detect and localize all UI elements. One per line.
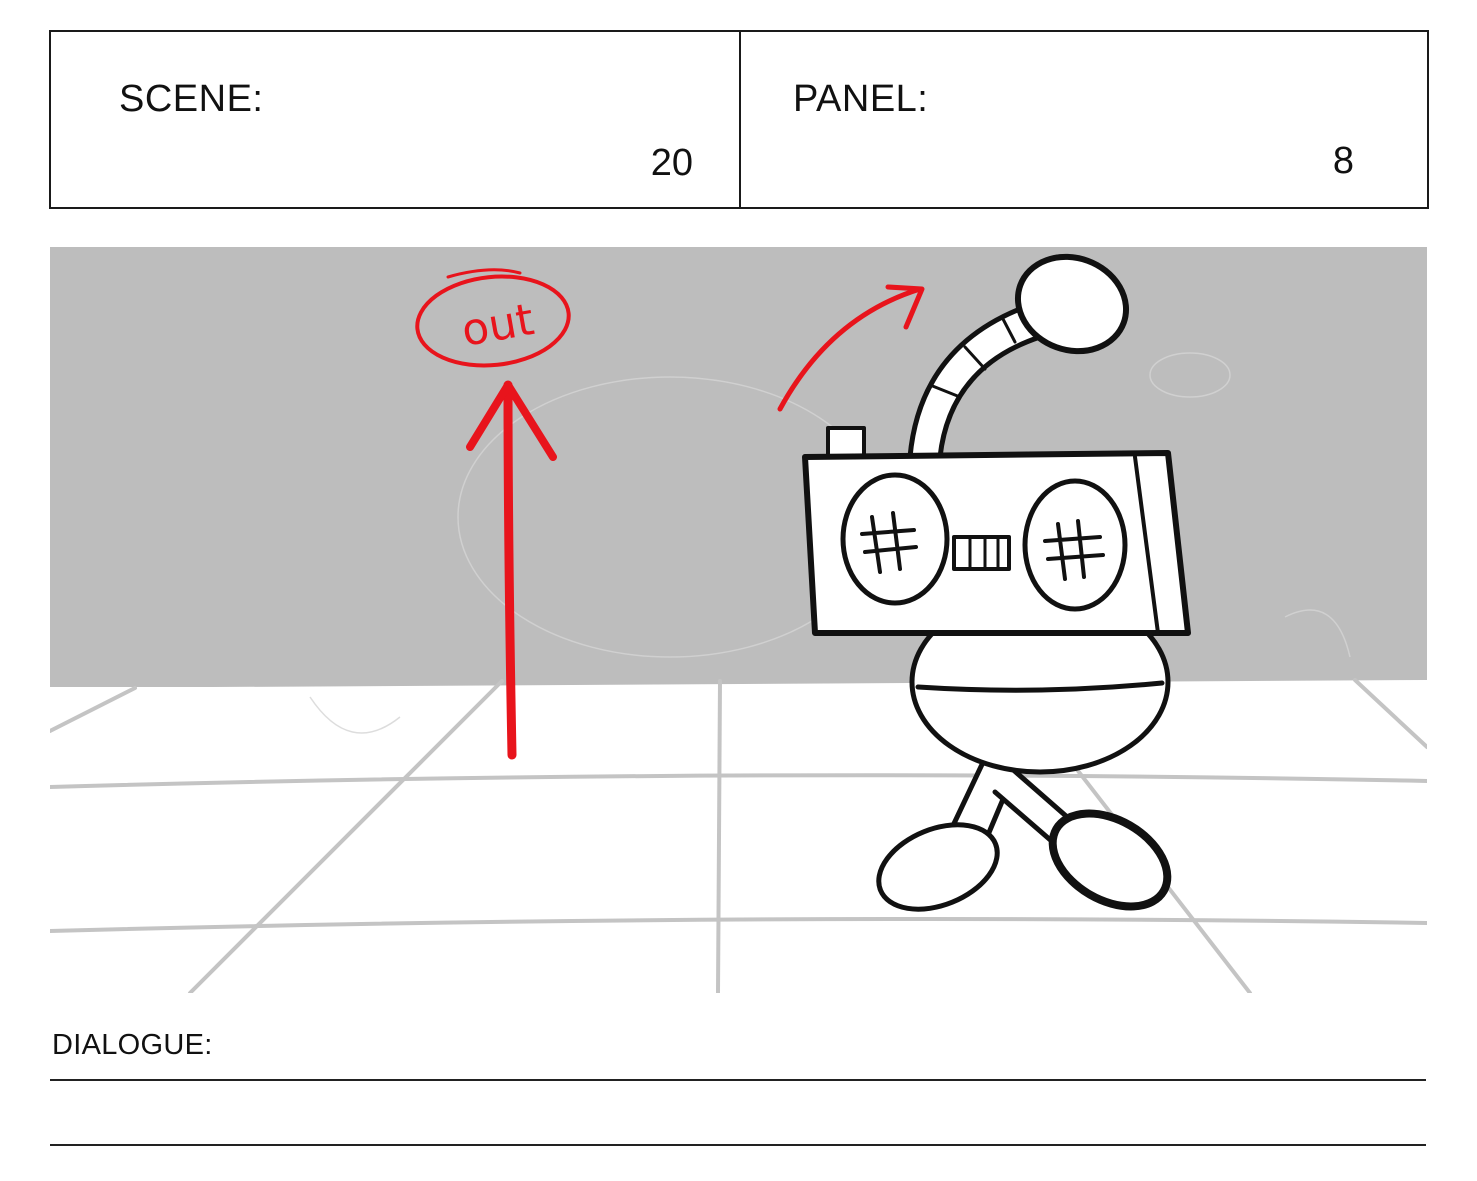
move-out-annotation	[415, 268, 925, 760]
panel-label: PANEL:	[793, 78, 929, 120]
header-divider	[739, 32, 741, 207]
right-speaker	[1022, 478, 1128, 612]
annotation-circle	[415, 274, 571, 368]
storyboard-panel: out	[50, 247, 1427, 993]
floor	[50, 680, 1427, 993]
robot-left-foot	[876, 822, 1000, 912]
dialogue-line-2	[50, 1144, 1426, 1146]
robot-right-foot	[1048, 809, 1172, 911]
up-arrow-head	[466, 381, 557, 461]
up-arrow-shaft	[503, 380, 517, 760]
scene-panel-header: SCENE: 20 PANEL: 8	[49, 30, 1429, 209]
annotation-text: out	[458, 294, 538, 357]
boombox-robot	[802, 253, 1191, 912]
robot-antenna-ball	[1014, 253, 1130, 355]
tape-deck	[952, 535, 1011, 571]
back-wall	[50, 247, 1427, 687]
panel-drawing: out	[50, 247, 1427, 993]
curved-arrow	[777, 286, 923, 412]
dialogue-label: DIALOGUE:	[52, 1029, 213, 1061]
scene-number: 20	[650, 142, 693, 184]
panel-number: 8	[1332, 140, 1354, 182]
dialogue-line-1	[50, 1079, 1426, 1081]
scene-label: SCENE:	[119, 78, 264, 120]
